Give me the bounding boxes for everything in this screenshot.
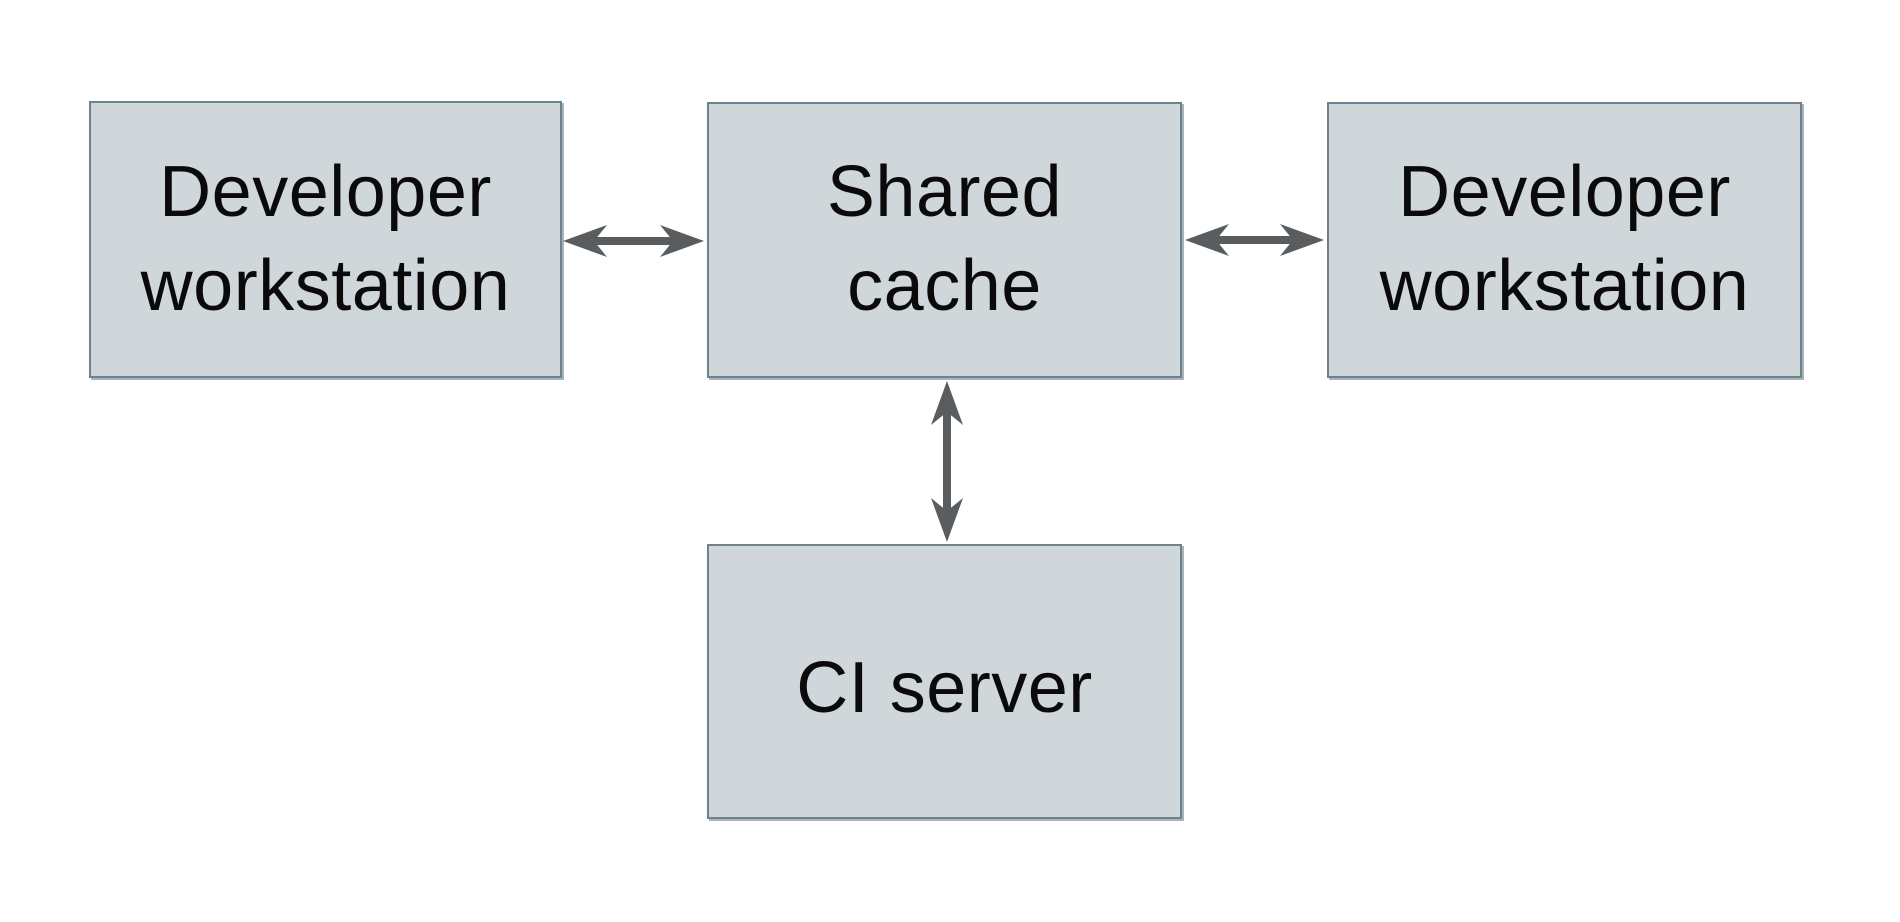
node-label-developer-workstation-left: Developer workstation bbox=[140, 151, 511, 326]
node-label-ci-server: CI server bbox=[796, 647, 1093, 728]
node-ci-server: CI server bbox=[707, 544, 1182, 819]
double-headed-arrow-icon bbox=[1185, 224, 1324, 256]
node-developer-workstation-right: Developer workstation bbox=[1327, 102, 1802, 378]
node-label-shared-cache: Shared cache bbox=[826, 152, 1063, 326]
double-headed-arrow-icon bbox=[931, 381, 963, 542]
node-label-developer-workstation-right: Developer workstation bbox=[1379, 152, 1750, 326]
node-shared-cache: Shared cache bbox=[707, 102, 1182, 378]
double-headed-arrow-icon bbox=[563, 225, 704, 257]
node-developer-workstation-left: Developer workstation bbox=[89, 101, 562, 378]
